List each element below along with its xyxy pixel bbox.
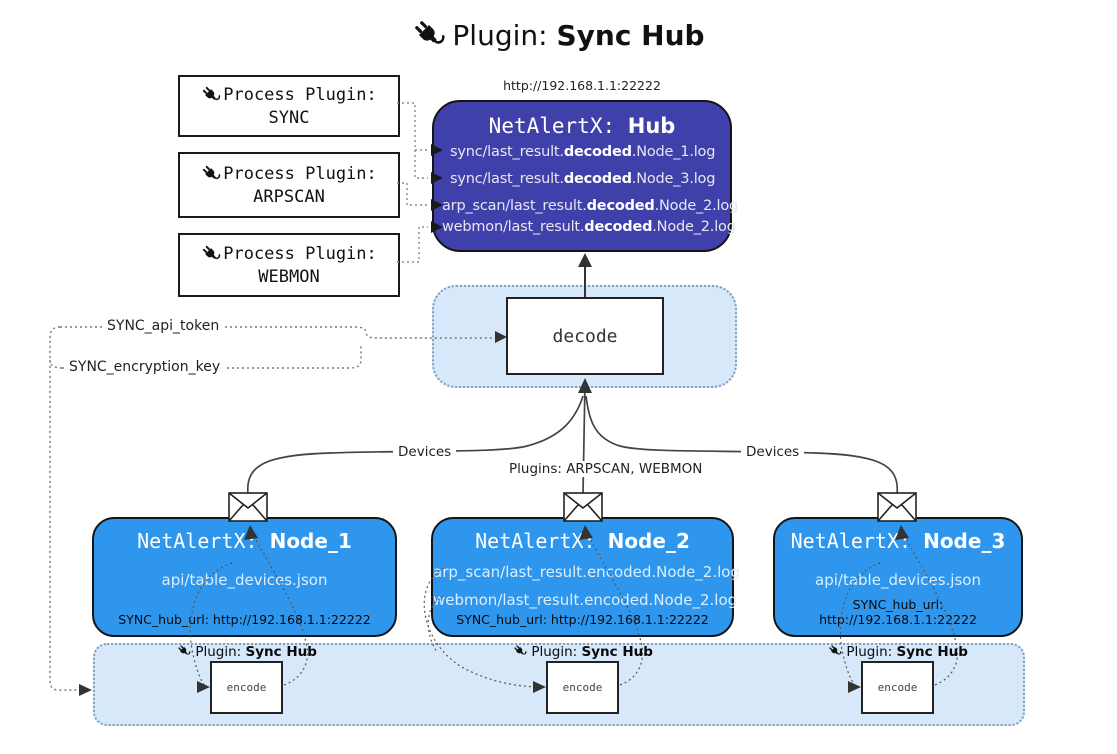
node-line: webmon/last_result.encoded.Node_2.log [433, 591, 738, 609]
devices-label-right: Devices [741, 444, 805, 460]
hub-box: NetAlertX: Hub sync/last_result.decoded.… [432, 100, 738, 252]
hub-title: NetAlertX: Hub [434, 114, 730, 138]
title-name: Sync Hub [556, 19, 705, 52]
node-title: NetAlertX: Node_3 [790, 529, 1006, 553]
title-prefix: Plugin: [452, 19, 557, 52]
plug-icon [201, 244, 221, 264]
plug-icon [201, 164, 221, 184]
arrow-into-band [79, 684, 92, 696]
plug-icon [513, 644, 527, 658]
hub-log-row: webmon/last_result.decoded.Node_2.log [442, 219, 736, 235]
node-title: NetAlertX: Node_1 [137, 529, 352, 553]
process-plugin-label: Process Plugin: [223, 243, 377, 264]
node-2-box: NetAlertX: Node_2 arp_scan/last_result.e… [431, 517, 740, 637]
node-line: api/table_devices.json [815, 571, 981, 589]
encode-plugin-label-2: Plugin: Sync Hub [483, 644, 683, 660]
encode-box-1: encode [210, 661, 283, 714]
hub-log-row: arp_scan/last_result.decoded.Node_2.log [442, 198, 739, 214]
decode-box: decode [506, 297, 664, 375]
encode-plugin-label-1: Plugin: Sync Hub [147, 644, 347, 660]
process-plugin-name: ARPSCAN [253, 186, 325, 207]
hub-url: http://192.168.1.1:22222 [503, 78, 661, 93]
encode-plugin-label-3: Plugin: Sync Hub [798, 644, 998, 660]
page-title: Plugin: Sync Hub [0, 18, 1117, 52]
sync-encryption-key-label: SYNC_encryption_key [64, 359, 226, 375]
plug-icon [412, 18, 446, 52]
encode-box-2: encode [546, 661, 619, 714]
node-1-box: NetAlertX: Node_1 api/table_devices.json… [92, 517, 397, 637]
hub-title-prefix: NetAlertX: [488, 114, 628, 138]
plug-icon [201, 85, 221, 105]
node-3-box: NetAlertX: Node_3 api/table_devices.json… [773, 517, 1023, 637]
plug-icon [828, 644, 842, 658]
node-footer: SYNC_hub_url: http://192.168.1.1:22222 [456, 612, 709, 627]
process-plugin-label: Process Plugin: [223, 163, 377, 184]
process-plugin-label: Process Plugin: [223, 84, 377, 105]
hub-log-row: sync/last_result.decoded.Node_3.log [450, 171, 716, 187]
devices-label-left: Devices [393, 444, 457, 460]
process-plugin-name: SYNC [268, 107, 310, 128]
process-plugin-webmon: Process Plugin: WEBMON [178, 233, 400, 297]
connector-process-plugins [397, 102, 428, 263]
node-line: api/table_devices.json [161, 571, 328, 589]
node-footer: SYNC_hub_url: http://192.168.1.1:22222 [118, 612, 371, 627]
hub-log-row: sync/last_result.decoded.Node_1.log [450, 144, 716, 160]
decode-label: decode [552, 325, 618, 347]
node-footer: SYNC_hub_url: http://192.168.1.1:22222 [819, 597, 977, 627]
plug-icon [177, 644, 191, 658]
process-plugin-name: WEBMON [258, 266, 320, 287]
sync-api-token-label: SYNC_api_token [102, 318, 225, 334]
connector-devices [246, 381, 899, 495]
plugins-mid-label: Plugins: ARPSCAN, WEBMON [504, 461, 708, 477]
process-plugin-sync: Process Plugin: SYNC [178, 75, 400, 137]
process-plugin-arpscan: Process Plugin: ARPSCAN [178, 152, 400, 218]
encode-box-3: encode [861, 661, 934, 714]
hub-title-name: Hub [627, 114, 676, 138]
node-title: NetAlertX: Node_2 [475, 529, 690, 553]
node-line: arp_scan/last_result.encoded.Node_2.log [433, 563, 740, 581]
